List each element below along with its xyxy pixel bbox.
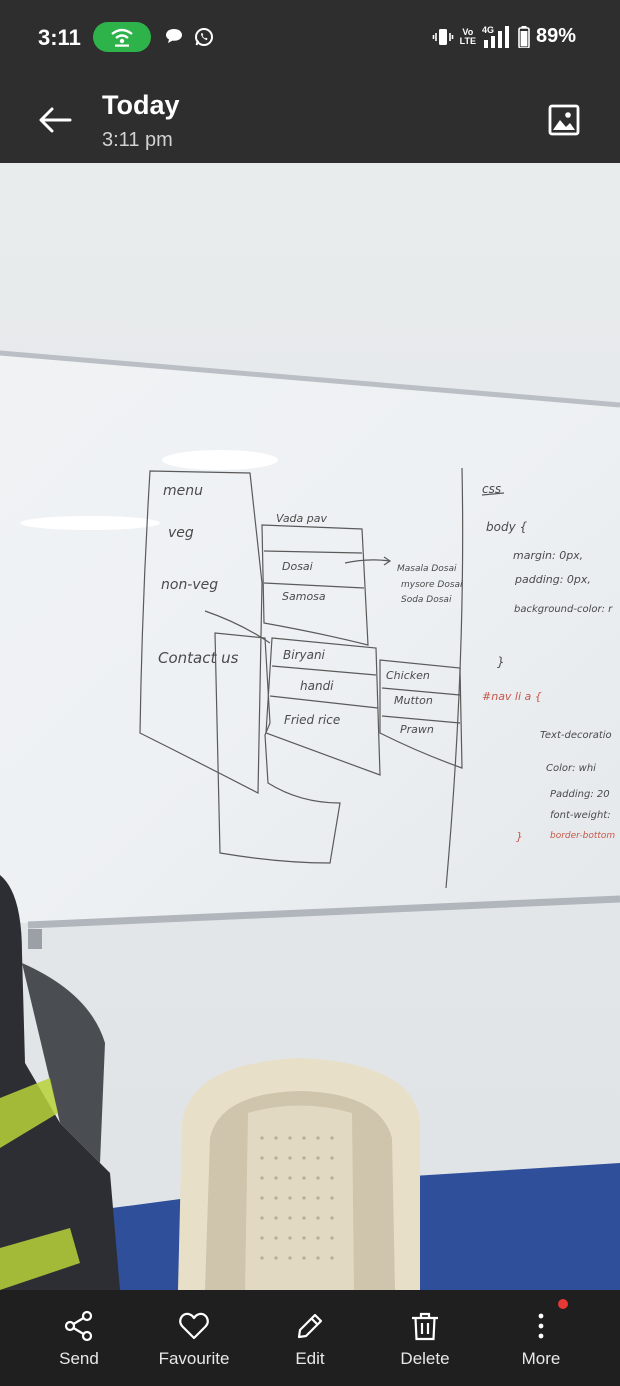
wb-nonveg-item: handi [300, 679, 334, 693]
bottom-action-bar: Send Favourite Edit Delete More [0, 1290, 620, 1386]
share-icon [64, 1310, 93, 1342]
wb-rule-line: font-weight: [550, 810, 611, 821]
person-silhouette [0, 875, 120, 1290]
photo-viewer[interactable]: menu veg non-veg Contact us Vada pav Dos… [0, 163, 620, 1290]
wb-veg: veg [168, 525, 194, 541]
battery-icon [518, 25, 530, 48]
edit-label: Edit [295, 1349, 325, 1368]
whatsapp-icon [195, 28, 213, 46]
wb-rule-line: Text-decoratio [540, 730, 612, 741]
more-vertical-icon [538, 1313, 544, 1339]
vibrate-icon [432, 28, 453, 45]
whiteboard-photo: menu veg non-veg Contact us Vada pav Dos… [0, 163, 620, 1290]
reflective-vest-stripe [0, 1078, 58, 1148]
back-button[interactable] [36, 100, 76, 140]
page-subtitle: 3:11 pm [102, 129, 173, 151]
wb-veg-item: Dosai [282, 560, 313, 573]
message-bubble-icon [166, 29, 182, 43]
edit-button[interactable]: Edit [260, 1290, 360, 1386]
wb-rule-line: Color: whi [546, 763, 596, 774]
wb-dosai-item: Masala Dosai [397, 564, 457, 574]
wb-css-line: background-color: r [514, 604, 613, 615]
delete-button[interactable]: Delete [375, 1290, 475, 1386]
status-right-group: Vo LTE 4G 89% [432, 25, 576, 48]
wb-nonveg-item: Fried rice [284, 713, 340, 727]
app-bar: Today 3:11 pm [0, 76, 620, 163]
wb-veg-item: Samosa [282, 590, 326, 603]
wb-biryani-item: Chicken [386, 669, 430, 682]
send-label: Send [59, 1349, 99, 1368]
status-bar: 3:11 Vo LTE 4G [0, 0, 620, 76]
battery-percent: 89% [535, 25, 576, 47]
heart-icon [179, 1312, 209, 1340]
wb-nonveg-item: Biryani [283, 648, 326, 662]
favourite-label: Favourite [158, 1349, 230, 1368]
arrow-left-icon [39, 107, 72, 133]
wb-biryani-item: Mutton [394, 694, 433, 707]
wb-css-title: css [482, 482, 501, 496]
network-type-label: 4G [481, 24, 494, 35]
plastic-chair [178, 1058, 420, 1290]
wb-css-line: margin: 0px, [513, 549, 583, 562]
wb-selector: #nav li a { [482, 690, 542, 703]
wifi-hotspot-icon [111, 28, 133, 47]
send-button[interactable]: Send [29, 1290, 129, 1386]
wb-biryani-item: Prawn [400, 723, 434, 736]
more-label: More [521, 1349, 561, 1368]
whiteboard [0, 353, 620, 923]
wb-dosai-item: Soda Dosai [401, 595, 452, 605]
wb-non-veg: non-veg [161, 577, 218, 593]
signal-bars-icon [483, 25, 509, 48]
image-icon [548, 104, 580, 136]
more-button[interactable]: More [491, 1290, 591, 1386]
hotspot-indicator [93, 22, 151, 52]
wb-menu: menu [163, 483, 203, 499]
favourite-button[interactable]: Favourite [144, 1290, 244, 1386]
wb-css-line: padding: 0px, [514, 573, 591, 586]
delete-label: Delete [400, 1349, 450, 1368]
signal-indicator: 4G [481, 24, 512, 48]
pencil-icon [297, 1313, 323, 1339]
wb-end-brace: } [516, 830, 523, 843]
wb-contact: Contact us [158, 649, 239, 667]
wb-rule-line: Padding: 20 [550, 789, 610, 800]
wb-dosai-item: mysore Dosai [401, 580, 463, 590]
status-clock: 3:11 [38, 25, 81, 50]
wb-red-line: border-bottom [550, 831, 615, 841]
gallery-button[interactable] [547, 103, 581, 137]
volte-indicator: Vo LTE [459, 26, 476, 46]
wb-veg-item: Vada pav [276, 512, 328, 525]
trash-icon [412, 1312, 438, 1341]
notification-dot [558, 1299, 568, 1309]
wb-css-line: body { [486, 520, 527, 534]
wb-close-brace: } [497, 655, 505, 669]
page-title: Today [102, 90, 180, 120]
